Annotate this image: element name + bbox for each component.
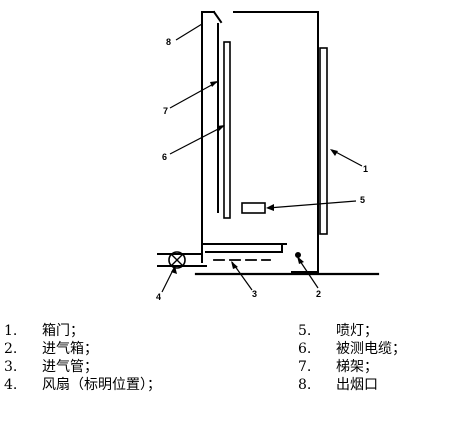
callout-1: 1 <box>363 164 368 174</box>
arrowhead-7 <box>210 81 218 87</box>
burner <box>241 202 266 214</box>
callout-7: 7 <box>163 106 168 116</box>
callout-5: 5 <box>360 195 365 205</box>
arrowhead-1 <box>330 149 338 156</box>
inlet-box-port <box>295 252 301 258</box>
leader-7 <box>169 81 218 109</box>
leader-5 <box>267 200 357 209</box>
leader-1 <box>331 149 363 167</box>
fan-blades <box>170 253 184 267</box>
callout-6: 6 <box>162 152 167 162</box>
fan <box>168 251 186 269</box>
cable <box>223 41 231 219</box>
callout-3: 3 <box>252 289 257 299</box>
arrowhead-6 <box>217 125 225 131</box>
door <box>319 47 328 235</box>
leader-6 <box>169 125 225 155</box>
outlet-stub <box>212 10 223 24</box>
arrowhead-2 <box>297 256 304 264</box>
inlet-box <box>291 237 319 273</box>
inlet-box-inner <box>205 243 283 253</box>
arrowhead-3 <box>231 261 238 269</box>
arrowhead-5 <box>266 204 274 211</box>
callout-4: 4 <box>156 292 161 302</box>
callout-2: 2 <box>316 289 321 299</box>
leader-8 <box>175 23 203 41</box>
arrowhead-4 <box>171 266 177 274</box>
callout-8: 8 <box>166 37 171 47</box>
